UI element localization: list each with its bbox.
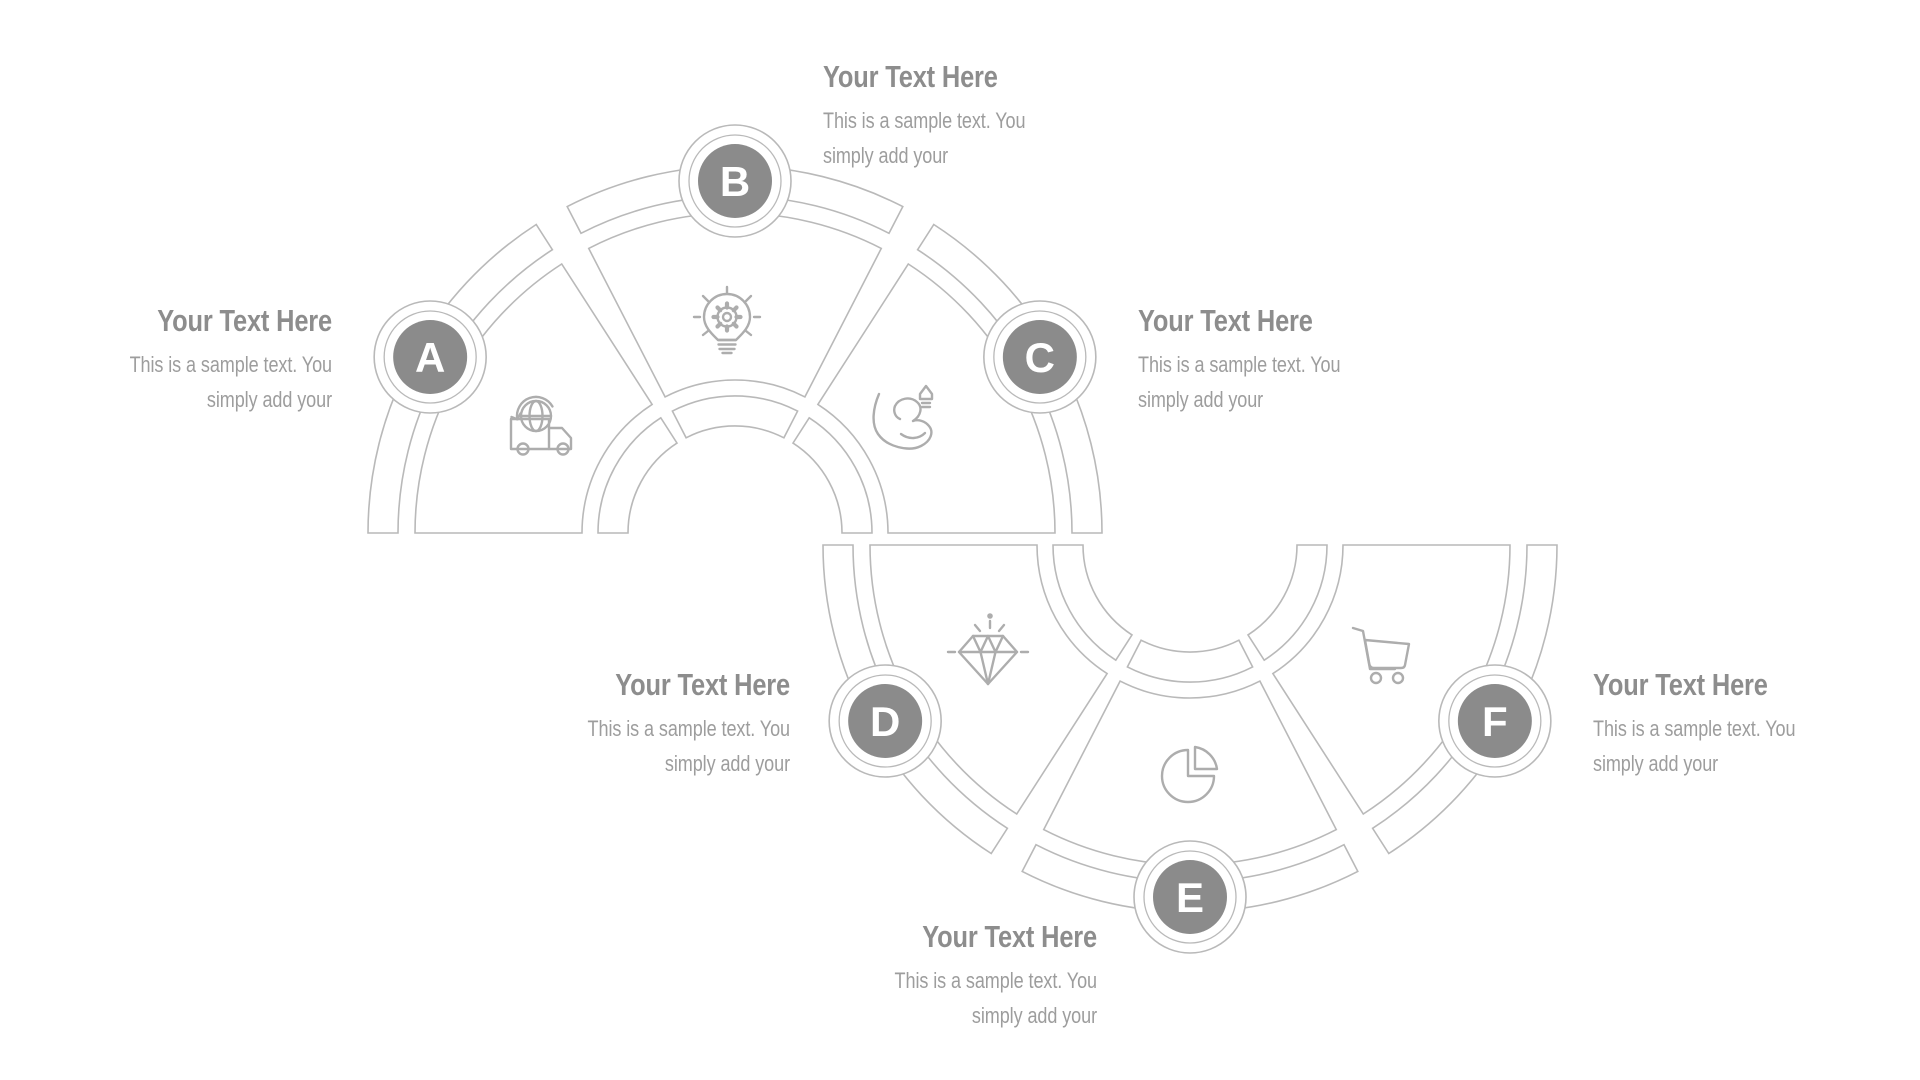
- text-block-a-body2: simply add your: [206, 387, 332, 412]
- globe-truck-icon: [509, 395, 573, 456]
- pie-chart-icon: [1160, 745, 1219, 804]
- text-block-f: Your Text Here This is a sample text. Yo…: [1593, 667, 1913, 781]
- node-letter-b: B: [720, 158, 750, 205]
- inner-band-b: [671, 395, 799, 439]
- text-block-b-body2: simply add your: [823, 143, 949, 168]
- node-e-disc: [1153, 860, 1227, 934]
- lightbulb-gear-icon-part: [715, 321, 723, 329]
- diamond-icon: [946, 613, 1030, 686]
- diamond-icon-part: [973, 623, 982, 633]
- segment-e: [1042, 680, 1338, 866]
- text-block-c: Your Text Here This is a sample text. Yo…: [1138, 303, 1458, 417]
- text-block-e-body2: simply add your: [971, 1003, 1097, 1028]
- pie-chart-icon-part: [1193, 745, 1219, 771]
- shopping-cart-icon-part: [1369, 671, 1383, 685]
- text-block-c-body1: This is a sample text. You: [1138, 352, 1341, 377]
- node-b: B: [678, 124, 792, 238]
- text-block-b: Your Text Here This is a sample text. Yo…: [823, 59, 1143, 173]
- segment-c: [816, 262, 1056, 534]
- text-block-c-title: Your Text Here: [1138, 303, 1313, 338]
- text-block-e: Your Text Here This is a sample text. Yo…: [777, 919, 1098, 1033]
- diamond-icon-part: [986, 650, 997, 686]
- node-b-disc: [698, 144, 772, 218]
- inner-band-e: [1126, 639, 1254, 683]
- lightbulb-gear-icon-part: [731, 305, 739, 313]
- node-c: C: [983, 300, 1097, 414]
- lightbulb-gear-icon-part: [731, 321, 739, 329]
- text-block-a-body1: This is a sample text. You: [129, 352, 333, 377]
- globe-truck-icon-part: [547, 426, 573, 451]
- diamond-icon-part: [971, 634, 1005, 654]
- node-f: F: [1438, 664, 1552, 778]
- inner-band-a: [597, 416, 679, 534]
- node-letter-c: C: [1025, 334, 1055, 381]
- text-block-b-title: Your Text Here: [823, 59, 998, 94]
- lightbulb-gear-icon: [692, 285, 762, 355]
- text-block-b-body1: This is a sample text. You: [823, 108, 1026, 133]
- inner-band-c: [791, 416, 873, 534]
- muscle-arrow-icon-part: [899, 431, 927, 440]
- shopping-cart-icon-part: [1363, 638, 1411, 670]
- segment-a: [414, 262, 654, 534]
- diamond-icon-part: [987, 613, 993, 619]
- text-block-f-body1: This is a sample text. You: [1593, 716, 1796, 741]
- text-block-f-title: Your Text Here: [1593, 667, 1768, 702]
- upper-arc: A B C: [367, 124, 1103, 534]
- diamond-icon-part: [957, 634, 1019, 686]
- lightbulb-gear-icon-part: [744, 294, 753, 303]
- node-d: D: [828, 664, 942, 778]
- inner-band-f: [1246, 544, 1328, 662]
- shopping-cart-icon: [1351, 626, 1411, 685]
- text-block-d-body2: simply add your: [664, 751, 790, 776]
- pie-chart-icon-part: [1160, 748, 1216, 804]
- rail-band-e: [1021, 843, 1359, 913]
- text-block-c-body2: simply add your: [1138, 387, 1264, 412]
- text-block-d-title: Your Text Here: [615, 667, 790, 702]
- node-a: A: [373, 300, 487, 414]
- text-block-a-title: Your Text Here: [157, 303, 332, 338]
- muscle-arrow-icon: [872, 384, 934, 450]
- diamond-icon-part: [997, 623, 1006, 633]
- diamond-icon-part: [979, 650, 990, 686]
- node-e: E: [1133, 840, 1247, 954]
- inner-band-d: [1052, 544, 1134, 662]
- lightbulb-gear-icon-part: [701, 329, 710, 337]
- node-c-disc: [1002, 320, 1077, 394]
- muscle-arrow-icon-part: [918, 384, 934, 401]
- segment-f: [1271, 544, 1511, 816]
- node-f-disc: [1457, 684, 1532, 758]
- text-block-a: Your Text Here This is a sample text. Yo…: [12, 303, 333, 417]
- rail-band-b: [566, 165, 904, 235]
- node-letter-a: A: [415, 334, 445, 381]
- node-a-disc: [393, 320, 468, 394]
- text-block-d-body1: This is a sample text. You: [587, 716, 791, 741]
- globe-truck-icon-part: [556, 442, 570, 456]
- lightbulb-gear-icon-part: [744, 329, 753, 337]
- shopping-cart-icon-part: [1391, 671, 1405, 685]
- segment-b: [587, 212, 883, 398]
- text-block-e-title: Your Text Here: [922, 919, 1097, 954]
- lightbulb-gear-icon-part: [715, 305, 723, 313]
- node-letter-f: F: [1482, 698, 1508, 745]
- lightbulb-gear-icon-part: [701, 294, 710, 303]
- text-block-d: Your Text Here This is a sample text. Yo…: [470, 667, 791, 781]
- globe-truck-icon-part: [516, 412, 522, 421]
- lightbulb-gear-icon-part: [702, 292, 752, 342]
- muscle-arrow-icon-part: [872, 392, 933, 450]
- node-d-disc: [848, 684, 923, 758]
- node-letter-d: D: [870, 698, 900, 745]
- text-block-e-body1: This is a sample text. You: [894, 968, 1098, 993]
- globe-truck-icon-part: [516, 442, 530, 456]
- globe-truck-icon-part: [515, 395, 554, 421]
- lower-arc: D E F: [822, 544, 1558, 954]
- lightbulb-gear-icon-part: [721, 311, 733, 323]
- text-block-f-body2: simply add your: [1593, 751, 1719, 776]
- node-letter-e: E: [1176, 874, 1204, 921]
